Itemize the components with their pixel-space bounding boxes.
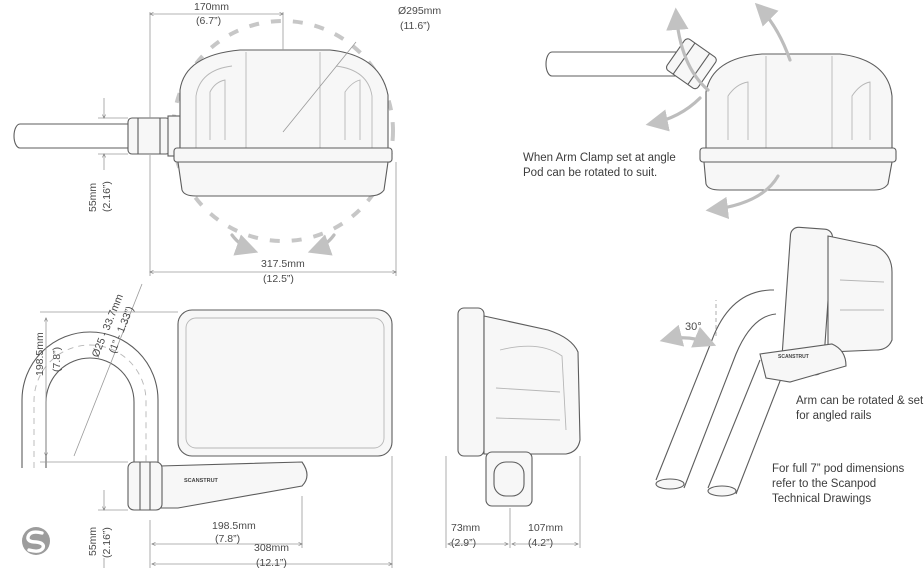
- dim-height-arm: 198.5mm: [34, 332, 46, 376]
- side-view: SCANSTRUT 198.5mm (7.8”) Ø25 - 33.7mm (1…: [21, 283, 393, 569]
- dim-diameter: Ø295mm: [398, 5, 441, 17]
- dim-front-depth-in: (2.9”): [451, 537, 476, 549]
- arm: [159, 461, 308, 509]
- brand-mark-angled: SCANSTRUT: [778, 354, 809, 360]
- dim-width-top-in: (6.7”): [196, 15, 221, 27]
- angled-top-view: When Arm Clamp set at angle Pod can be r…: [523, 2, 897, 220]
- clamp: [127, 115, 181, 157]
- note-arm-rotate-line2: for angled rails: [796, 410, 872, 422]
- note-full-pod-line1: For full 7” pod dimensions: [772, 463, 905, 475]
- note-arm-clamp-line1: When Arm Clamp set at angle: [523, 152, 676, 164]
- u-rail: [21, 331, 159, 468]
- brand-mark-side: SCANSTRUT: [184, 478, 219, 484]
- pod-side: [177, 309, 393, 457]
- dim-total-length-in: (12.1”): [256, 557, 287, 569]
- end-clamp: [485, 451, 533, 507]
- dim-rear-depth: 107mm: [528, 522, 563, 534]
- dim-total-length: 308mm: [254, 542, 289, 554]
- scanstrut-logo-icon: [22, 527, 50, 555]
- clamp-side: [127, 461, 163, 511]
- note-full-pod-line2: refer to the Scanpod: [772, 478, 876, 490]
- pod-top: [173, 41, 393, 197]
- angled-rail-view: SCANSTRUT 30° Arm can be rotated & set f…: [655, 226, 924, 505]
- dim-rear-depth-in: (4.2”): [528, 537, 553, 549]
- dim-clamp-height-in: (2.16”): [101, 527, 113, 558]
- dim-overall-width: 317.5mm: [261, 258, 305, 270]
- note-full-pod-line3: Technical Drawings: [772, 493, 871, 505]
- dim-width-top: 170mm: [194, 1, 229, 13]
- dim-height-clamp: 55mm: [87, 183, 99, 212]
- dim-overall-width-in: (12.5”): [263, 273, 294, 285]
- dim-arm-length: 198.5mm: [212, 520, 256, 532]
- dim-diameter-in: (11.6”): [400, 20, 430, 32]
- angled-rail: [655, 289, 774, 481]
- dim-height-arm-in: (7.8”): [51, 347, 63, 372]
- top-view: 170mm (6.7”) Ø295mm (11.6”) 317.5mm (12.…: [13, 1, 441, 285]
- note-arm-rotate-line1: Arm can be rotated & set: [796, 395, 924, 407]
- angle-label: 30°: [685, 321, 702, 333]
- end-view: 73mm (2.9”) 107mm (4.2”): [445, 307, 581, 549]
- dim-clamp-height: 55mm: [87, 527, 99, 556]
- rail: [13, 123, 132, 149]
- dim-arm-length-in: (7.8”): [215, 533, 240, 545]
- dim-height-clamp-in: (2.16”): [101, 181, 113, 212]
- note-arm-clamp-line2: Pod can be rotated to suit.: [523, 167, 657, 179]
- dim-front-depth: 73mm: [451, 522, 480, 534]
- rotation-circle: [171, 19, 395, 243]
